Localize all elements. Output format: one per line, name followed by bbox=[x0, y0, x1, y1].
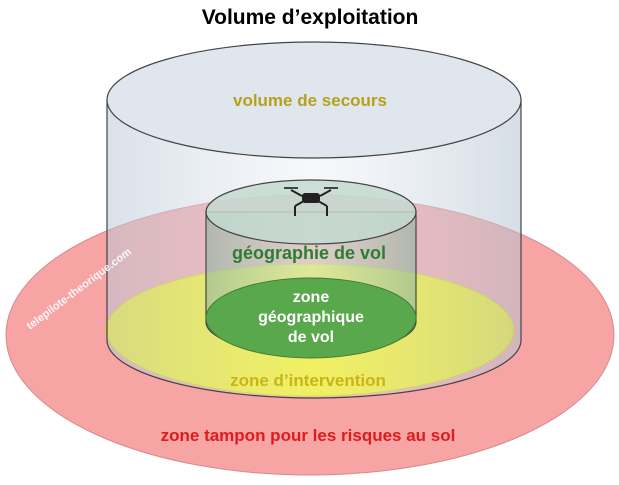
zone-tampon-label: zone tampon pour les risques au sol bbox=[161, 426, 456, 445]
zone-geo-label-line3: de vol bbox=[288, 329, 334, 346]
zone-geographique-ellipse bbox=[205, 277, 417, 359]
geographie-vol-label: géographie de vol bbox=[232, 243, 386, 263]
inner-cylinder-top bbox=[205, 179, 417, 245]
zone-geo-label-line2: géographique bbox=[258, 309, 364, 326]
diagram-title: Volume d’exploitation bbox=[202, 6, 419, 29]
drone-icon bbox=[284, 187, 338, 216]
zone-geo-label-line1: zone bbox=[293, 289, 330, 306]
volume-secours-label: volume de secours bbox=[233, 91, 387, 110]
zone-intervention-label: zone d’intervention bbox=[230, 371, 386, 390]
outer-cylinder-top bbox=[106, 41, 522, 159]
